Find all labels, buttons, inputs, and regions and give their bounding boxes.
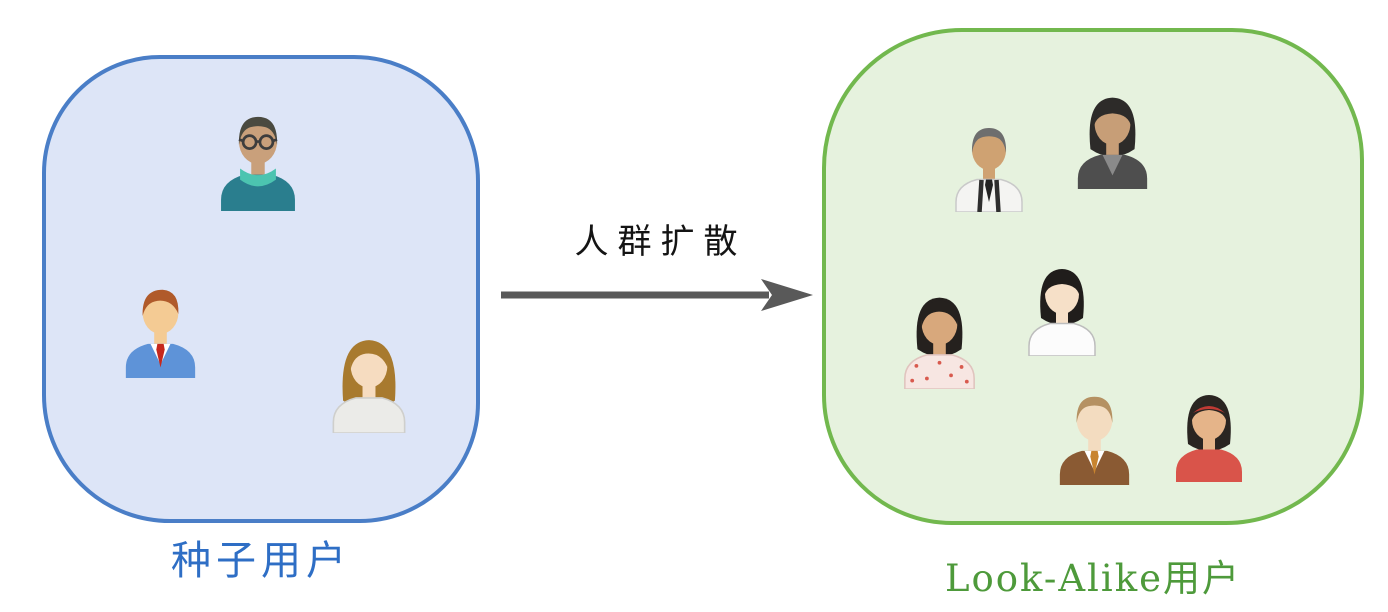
lookalike-users-label: Look-Alike用户	[944, 557, 1242, 600]
avatar-man-brown-suit	[1042, 380, 1147, 485]
lookalike-users-group	[822, 28, 1364, 525]
avatar-man-glasses-scarf	[202, 99, 314, 211]
lookalike-avatars-container	[826, 32, 1360, 521]
avatar-man-gray-suspenders	[939, 112, 1039, 213]
avatar-woman-bangs-white-top	[1012, 256, 1112, 357]
avatar-man-blue-suit-red-tie	[108, 273, 213, 378]
avatar-woman-dark-blazer	[1060, 84, 1165, 189]
person-icon	[221, 116, 295, 211]
seed-avatars-container	[46, 59, 476, 519]
person-icon	[1059, 396, 1130, 485]
avatar-woman-red-headband	[1159, 382, 1259, 482]
person-icon	[1176, 395, 1242, 482]
seed-users-label: 种子用户	[171, 538, 351, 584]
person-icon	[332, 340, 406, 434]
person-icon	[955, 128, 1023, 213]
person-icon	[125, 289, 196, 378]
avatar-woman-brown-hair	[315, 325, 423, 434]
seed-users-group	[42, 55, 480, 523]
expansion-arrow-label: 人群扩散	[574, 222, 747, 262]
avatar-woman-black-bob-floral	[887, 284, 992, 390]
person-icon	[1028, 269, 1096, 357]
person-icon	[904, 297, 975, 390]
right-arrow-icon	[501, 278, 813, 311]
person-icon	[1077, 97, 1148, 189]
expansion-arrow-group: 人群扩散	[497, 222, 815, 321]
